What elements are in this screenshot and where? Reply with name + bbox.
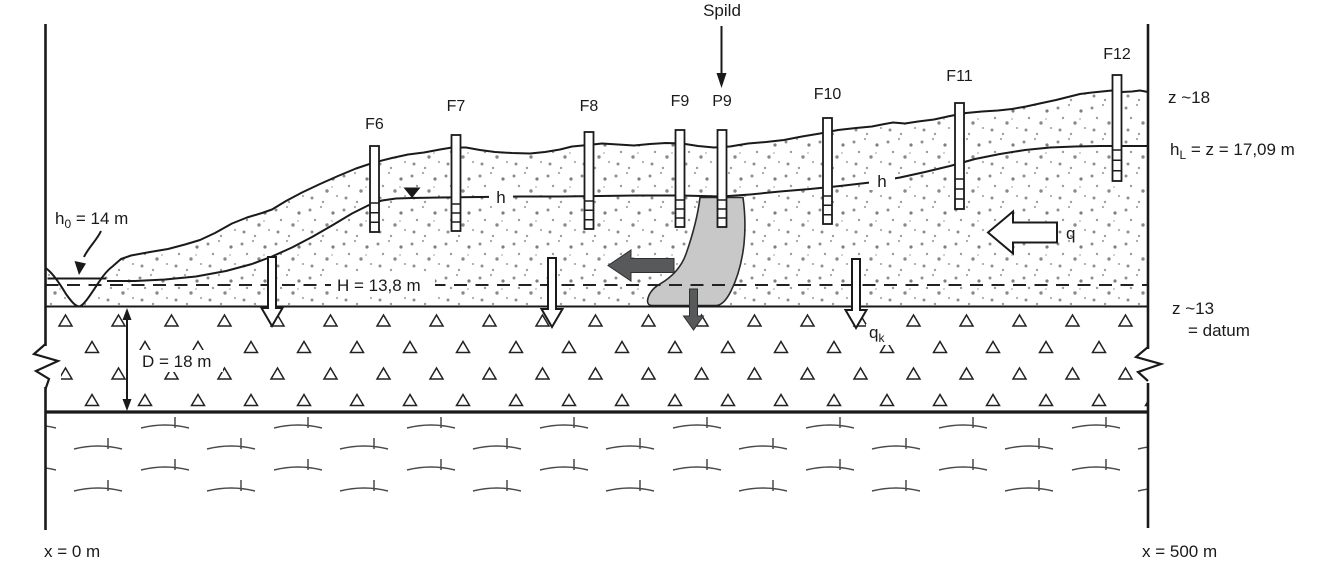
datum-elev-label: z ~13: [1172, 299, 1214, 318]
well-screen-F8: [584, 200, 594, 221]
well-pipe-F8: [583, 131, 595, 230]
well-label-F8: F8: [580, 98, 599, 115]
well-pipe-F12: [1111, 74, 1123, 182]
water-table-label1-bg: [489, 185, 513, 206]
well-pipe-F9: [674, 129, 686, 228]
well-screen-F12: [1112, 149, 1122, 172]
well-label-F9: F9: [671, 93, 690, 110]
well-F9: F9: [671, 93, 690, 228]
well-F12: F12: [1103, 46, 1131, 182]
thickness-label: D = 18 m: [142, 352, 211, 371]
gravel-aquifer-layer: [45, 307, 1148, 412]
well-screen-F10: [823, 195, 832, 216]
well-F10: F10: [814, 86, 842, 225]
mean-head-label: H = 13,8 m: [337, 276, 421, 295]
water-table-label-2: h: [877, 172, 886, 191]
water-table-label2-bg: [869, 169, 895, 190]
well-screen-F6: [370, 202, 379, 224]
hL-label: hL = z = 17,09 m: [1170, 140, 1295, 162]
well-screen-P9: [717, 199, 727, 219]
x-right-label: x = 500 m: [1142, 542, 1217, 561]
water-table-symbol: [403, 187, 421, 198]
water-table-line: [107, 145, 1148, 282]
leakage-label-bg: [866, 324, 894, 345]
spill-label: Spild: [703, 1, 741, 20]
datum-label: = datum: [1188, 321, 1250, 340]
h0-leader-arrow: [74, 230, 102, 275]
spill-arrow: [716, 26, 727, 88]
mean-head-label-bg: [331, 273, 435, 295]
plume-flow-arrow-down: [682, 288, 705, 331]
left-boundary: [31, 24, 62, 530]
ground-surface-line: [44, 89, 1149, 308]
well-label-F6: F6: [365, 116, 384, 133]
well-label-F11: F11: [946, 68, 972, 85]
flux-label: q: [1066, 224, 1075, 243]
plume-flow-arrow-left: [607, 249, 675, 282]
well-P9: P9: [712, 93, 732, 228]
well-F8: F8: [580, 98, 599, 230]
well-F11: F11: [946, 68, 973, 210]
well-screen-F7: [451, 203, 461, 223]
well-label-P9: P9: [712, 93, 732, 110]
x-left-label: x = 0 m: [44, 542, 100, 561]
leakage-label: qk: [869, 323, 885, 345]
well-screen-F9: [675, 199, 685, 219]
well-pipe-F10: [822, 117, 833, 225]
well-label-F12: F12: [1103, 46, 1131, 63]
surface-elev-right-label: z ~18: [1168, 88, 1210, 107]
regional-flow-arrow: [986, 209, 1058, 256]
thickness-dimension-arrow: [122, 308, 132, 411]
well-pipe-F11: [954, 102, 965, 210]
right-boundary: [1133, 24, 1165, 528]
h0-label: h0 = 14 m: [55, 209, 128, 231]
well-pipe-F7: [450, 134, 462, 232]
well-label-F7: F7: [447, 98, 466, 115]
water-table-label-1: h: [496, 188, 505, 207]
well-pipe-F6: [369, 145, 380, 233]
well-pipe-P9: [716, 129, 728, 228]
well-F7: F7: [447, 98, 466, 232]
thickness-label-bg: [137, 350, 223, 372]
well-label-F10: F10: [814, 86, 842, 103]
sand-aquifer-body: [45, 90, 1148, 307]
limestone-layer: [45, 414, 1148, 500]
well-screen-F11: [955, 178, 964, 200]
well-F6: F6: [365, 116, 384, 233]
